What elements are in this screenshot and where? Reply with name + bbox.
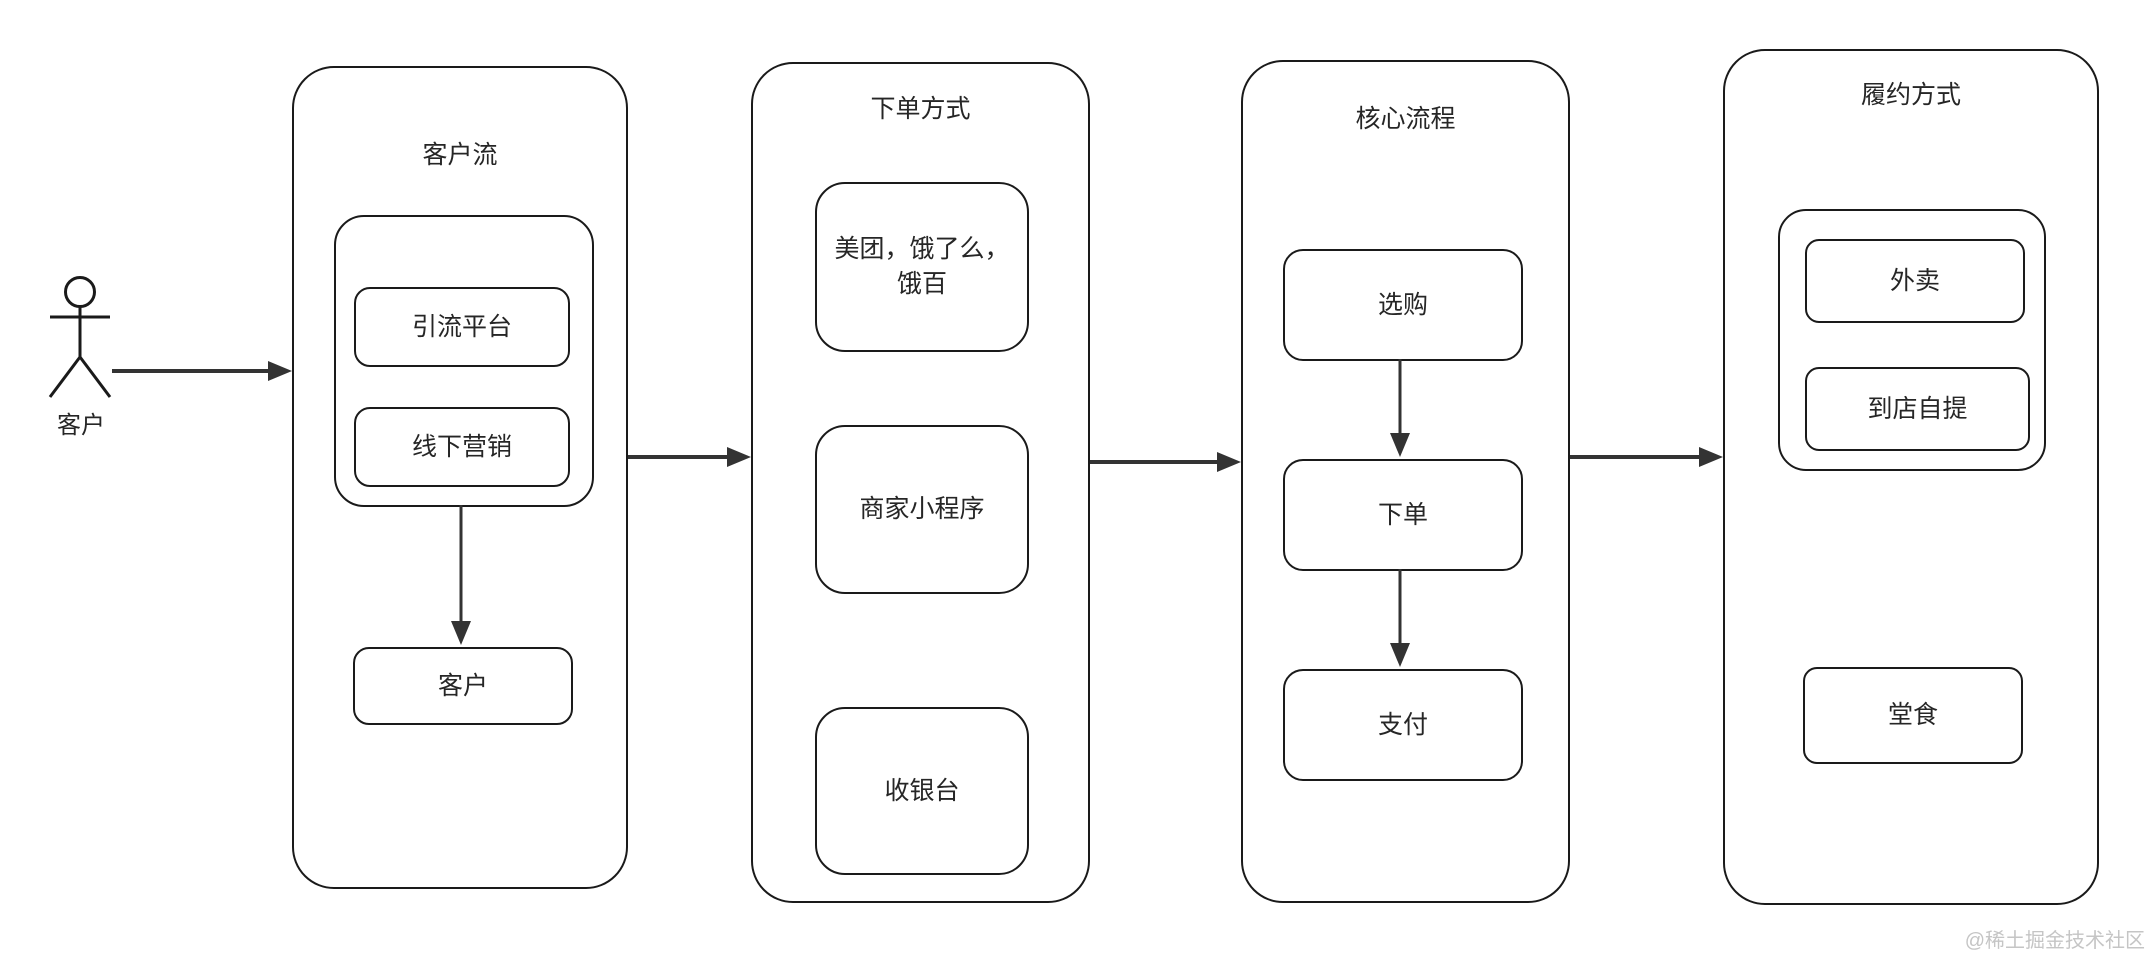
node-browse-select: 选购 xyxy=(1283,249,1523,361)
node-place-order: 下单 xyxy=(1283,459,1523,571)
group-core-process-title: 核心流程 xyxy=(1355,105,1456,133)
arrow-customer-flow-to-order-method xyxy=(628,447,751,467)
arrow-core-process-to-fulfillment xyxy=(1570,447,1723,467)
group-fulfillment-method-title: 履约方式 xyxy=(1860,81,1961,109)
watermark-text: @稀土掘金技术社区 xyxy=(1964,930,2145,952)
node-delivery-platforms: 美团，饿了么，饿百 xyxy=(815,182,1029,352)
node-takeout-delivery: 外卖 xyxy=(1805,239,2025,323)
actor-label: 客户 xyxy=(57,412,105,439)
group-order-method-title: 下单方式 xyxy=(870,95,971,123)
node-pay: 支付 xyxy=(1283,669,1523,781)
group-core-process: 核心流程 选购 下单 支付 xyxy=(1241,60,1570,903)
subgroup-acquisition-channels: 引流平台 线下营销 xyxy=(334,215,594,507)
node-customer: 客户 xyxy=(353,647,573,725)
group-fulfillment-method: 履约方式 外卖 到店自提 堂食 xyxy=(1723,49,2099,905)
arrow-order-method-to-core-process xyxy=(1090,452,1241,472)
node-merchant-miniprogram: 商家小程序 xyxy=(815,425,1029,594)
group-order-method: 下单方式 美团，饿了么，饿百 商家小程序 收银台 xyxy=(751,62,1090,903)
arrow-actor-to-customer-flow xyxy=(112,361,292,381)
node-offline-marketing: 线下营销 xyxy=(354,407,570,487)
actor-icon xyxy=(48,276,112,398)
subgroup-delivery-options: 外卖 到店自提 xyxy=(1778,209,2046,471)
node-cashier: 收银台 xyxy=(815,707,1029,875)
node-traffic-platform: 引流平台 xyxy=(354,287,570,367)
group-customer-flow-title: 客户流 xyxy=(422,141,498,169)
node-instore-pickup: 到店自提 xyxy=(1805,367,2030,451)
group-customer-flow: 客户流 引流平台 线下营销 客户 xyxy=(292,66,628,889)
node-dine-in: 堂食 xyxy=(1803,667,2023,764)
